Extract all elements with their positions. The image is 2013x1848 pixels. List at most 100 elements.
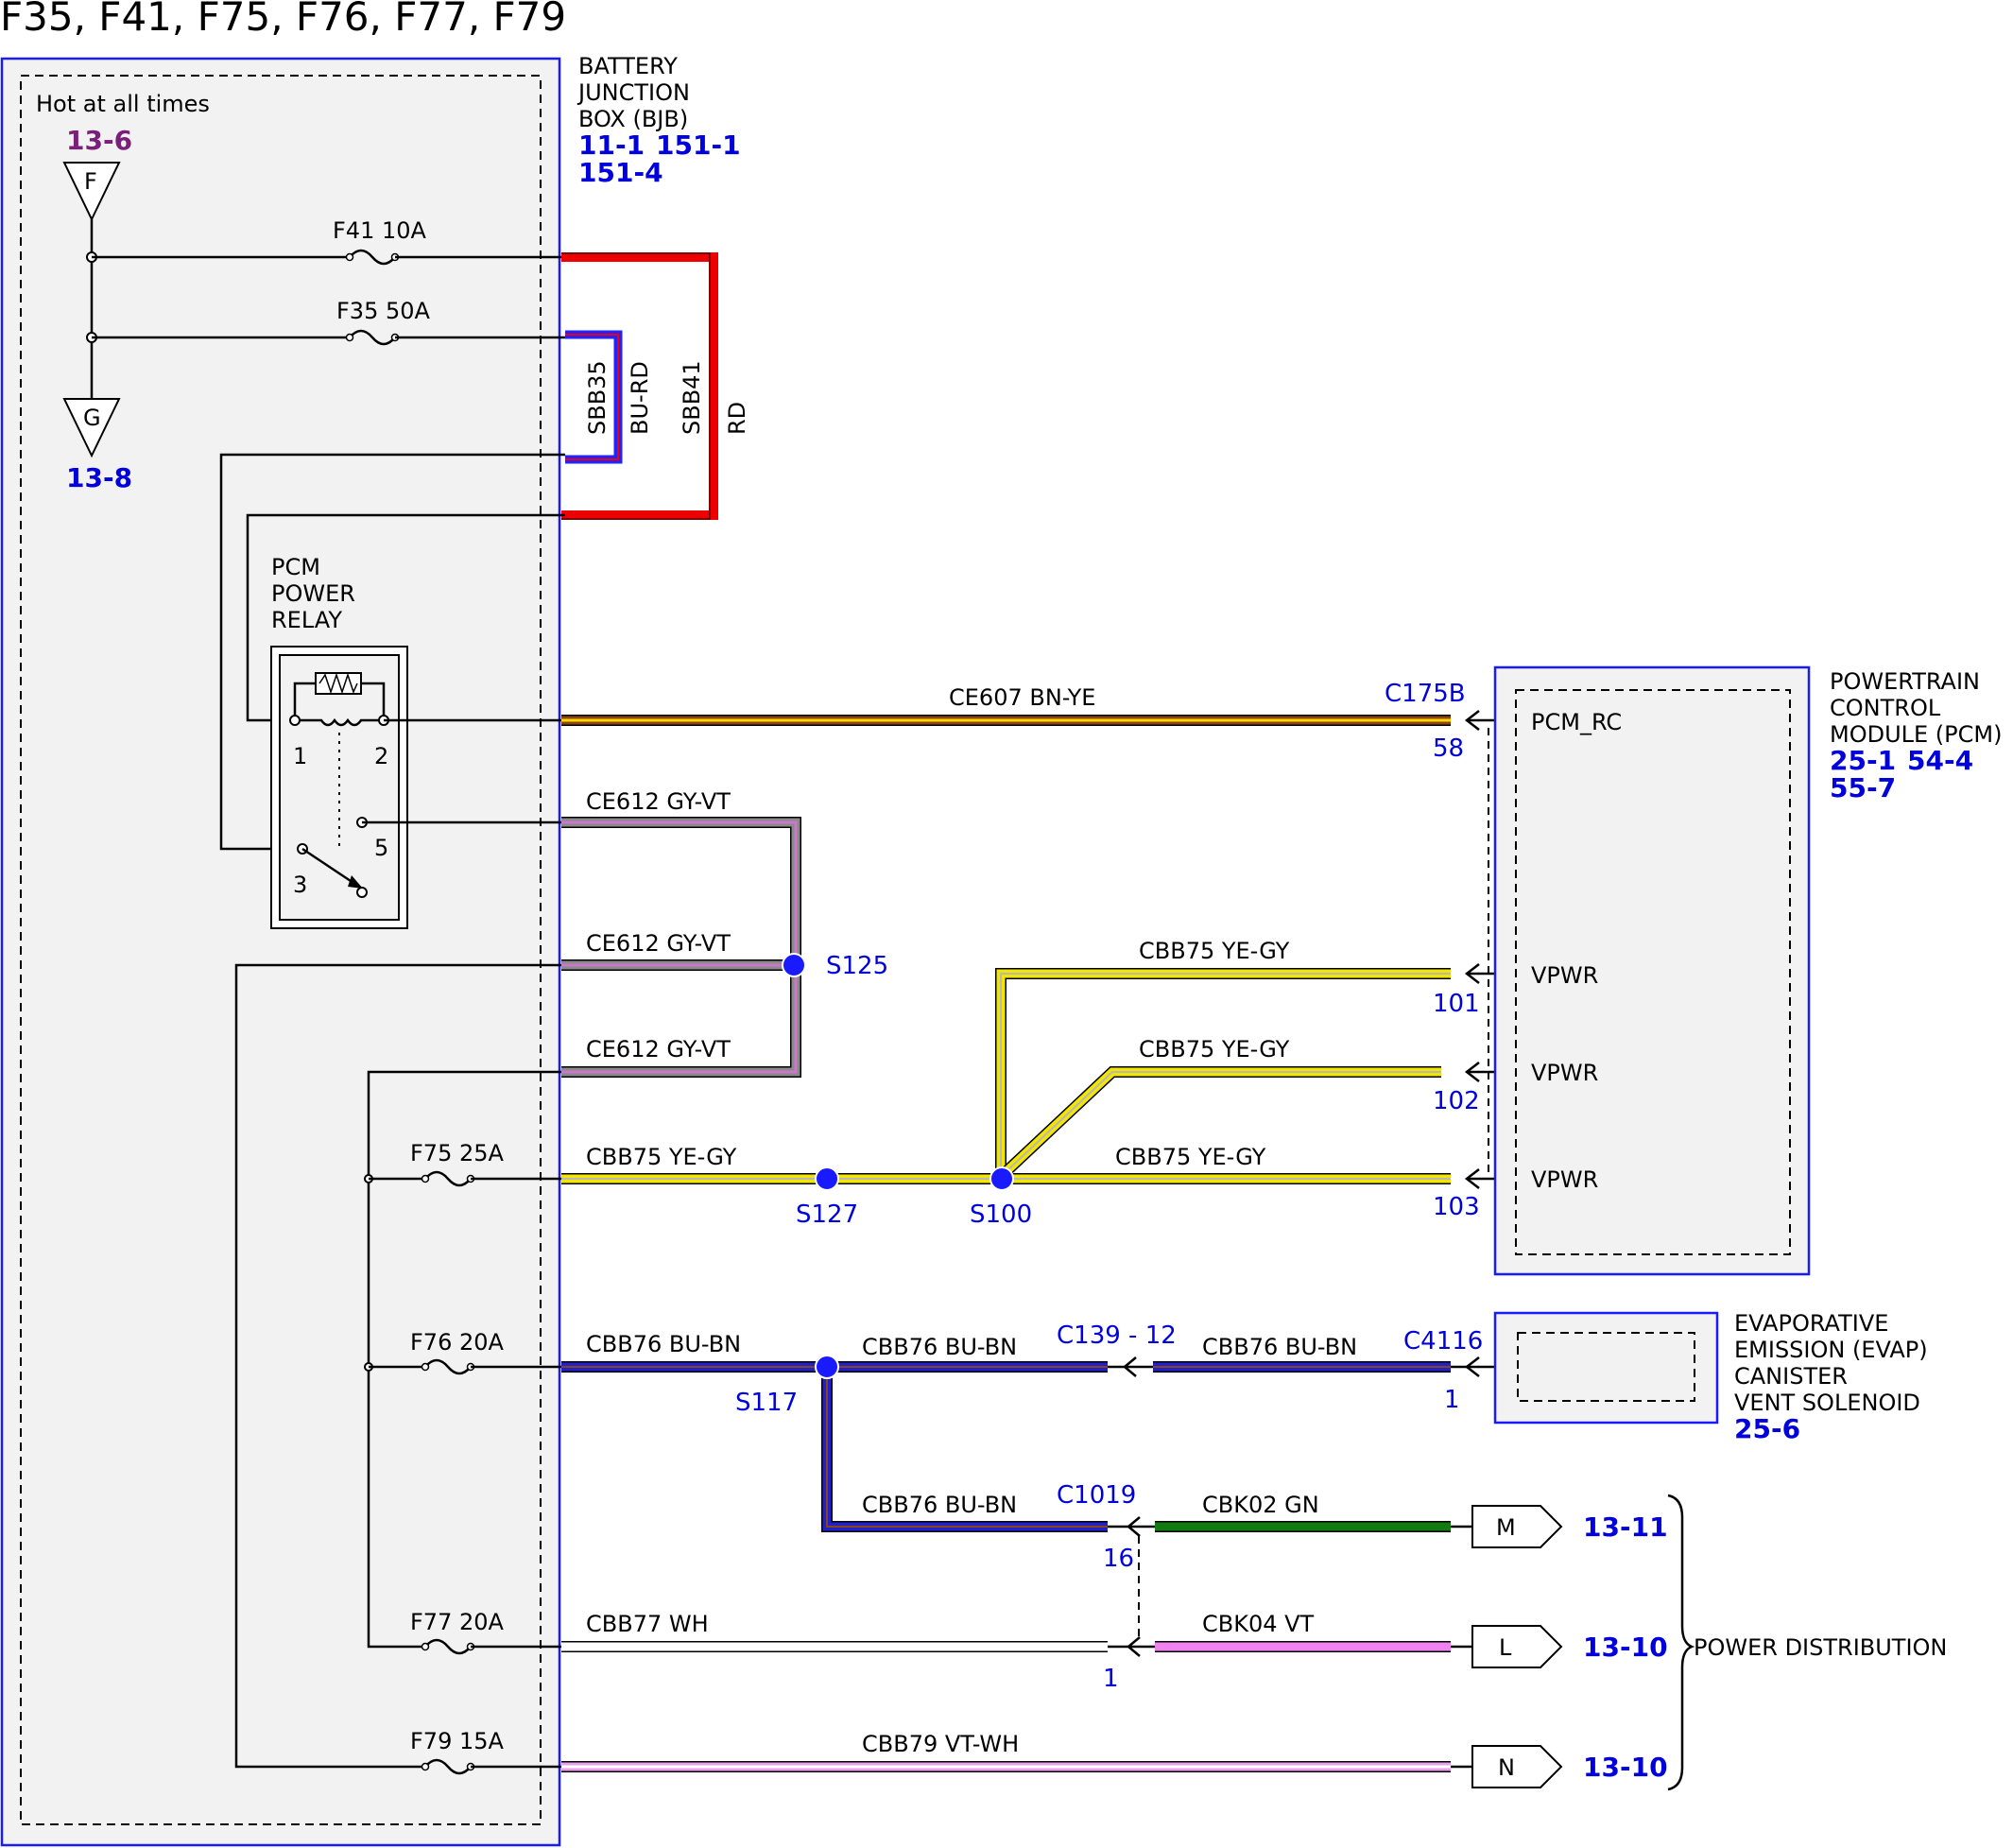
- fuse-f77-icon: [424, 1638, 472, 1655]
- evap-name-line-2: EMISSION (EVAP): [1734, 1337, 1928, 1363]
- wire-cbb76-label-c: CBB76 BU-BN: [1202, 1334, 1357, 1360]
- diagram-title: F35, F41, F75, F76, F77, F79: [0, 0, 566, 40]
- source-ref-13-8[interactable]: 13-8: [66, 462, 132, 493]
- connector-c139[interactable]: C139 - 12: [1057, 1321, 1177, 1350]
- evap-label: EVAPORATIVE EMISSION (EVAP) CANISTER VEN…: [1734, 1310, 1928, 1444]
- source-ref-13-6[interactable]: 13-6: [66, 125, 132, 156]
- pcm-module: PCM_RC VPWR VPWR VPWR: [1493, 665, 1811, 1276]
- pcm-pin-vpwr-102: VPWR: [1531, 1060, 1598, 1086]
- relay-pin-2: 2: [374, 743, 388, 769]
- wire-cbb76-label-a: CBB76 BU-BN: [586, 1331, 741, 1357]
- bjb-name-line-1: BATTERY: [578, 53, 678, 79]
- wire-ce607-label: CE607 BN-YE: [949, 684, 1095, 711]
- connector-c139-icon: [1108, 1356, 1153, 1377]
- fuse-f76: F76 20A: [410, 1329, 561, 1375]
- fuse-f76-icon: [424, 1358, 472, 1375]
- connector-pin-58: 58: [1433, 734, 1464, 763]
- pcm-pin-pcm-rc: PCM_RC: [1531, 709, 1622, 735]
- power-dist-ref-13-11[interactable]: 13-11: [1583, 1511, 1668, 1543]
- pcm-name-line-2: CONTROL: [1830, 695, 1941, 721]
- marker-m-text: M: [1496, 1514, 1516, 1541]
- bjb-label: BATTERY JUNCTION BOX (BJB) 11-1 151-1 15…: [576, 53, 741, 188]
- pcm-pin-vpwr-101: VPWR: [1531, 962, 1598, 989]
- battery-junction-box: Hot at all times: [0, 57, 561, 1847]
- splice-s100: S100: [970, 1200, 1032, 1229]
- source-marker-g-icon: G: [62, 398, 121, 458]
- splice-s117: S117: [735, 1389, 798, 1417]
- evap-ref-25-6[interactable]: 25-6: [1734, 1413, 1800, 1444]
- wire-cbb76-label-b: CBB76 BU-BN: [862, 1334, 1017, 1360]
- wire-cbk02-label: CBK02 GN: [1202, 1492, 1319, 1518]
- bjb-ref-151-1[interactable]: 151-1: [656, 130, 741, 161]
- pcm-ref-25-1[interactable]: 25-1: [1830, 745, 1896, 776]
- fuse-f77-label: F77 20A: [410, 1609, 505, 1635]
- connector-pin-103: 103: [1433, 1193, 1480, 1221]
- wire-cbb75-label-b: CBB75 YE-GY: [1139, 938, 1290, 964]
- pcm-name-line-1: POWERTRAIN: [1830, 668, 1980, 695]
- splice-s127-dot: [815, 1166, 839, 1191]
- fuse-f75-label: F75 25A: [410, 1140, 505, 1166]
- connector-c1019-pin-1: 1: [1103, 1665, 1119, 1693]
- evap-name-line-3: CANISTER: [1734, 1363, 1848, 1390]
- bjb-ref-151-4[interactable]: 151-4: [578, 157, 663, 188]
- power-dist-marker-m-icon: M: [1471, 1505, 1563, 1548]
- fuse-f79: F79 15A: [410, 1728, 561, 1775]
- connector-c1019-pin-16: 16: [1103, 1545, 1134, 1573]
- connector-c4116[interactable]: C4116: [1403, 1327, 1483, 1356]
- fuse-f35-label: F35 50A: [336, 298, 431, 324]
- power-dist-ref-13-10-n[interactable]: 13-10: [1583, 1752, 1668, 1783]
- fuse-f77: F77 20A: [410, 1609, 561, 1655]
- fuse-f79-icon: [424, 1758, 472, 1775]
- wire-cbb77-label: CBB77 WH: [586, 1611, 709, 1637]
- pcm-ref-54-4[interactable]: 54-4: [1907, 745, 1973, 776]
- connector-c1019[interactable]: C1019: [1057, 1481, 1136, 1510]
- marker-n-text: N: [1498, 1754, 1515, 1781]
- connector-c1019-icon: [1108, 1516, 1155, 1657]
- splice-s100-dot: [989, 1166, 1014, 1191]
- power-dist-ref-13-10-l[interactable]: 13-10: [1583, 1632, 1668, 1663]
- splice-s127: S127: [796, 1200, 858, 1229]
- busbar-sbb41-color: RD: [724, 402, 750, 435]
- pcm-pin-vpwr-103: VPWR: [1531, 1166, 1598, 1193]
- fuse-f76-label: F76 20A: [410, 1329, 505, 1356]
- pcm-label: POWERTRAIN CONTROL MODULE (PCM) 25-1 54-…: [1830, 668, 2002, 803]
- fuse-f79-label: F79 15A: [410, 1728, 505, 1754]
- wire-cbk04-label: CBK04 VT: [1202, 1611, 1315, 1637]
- splice-s125-dot: [782, 953, 806, 977]
- busbar-sbb35-color: BU-RD: [627, 361, 653, 435]
- connector-c4116-pin-1: 1: [1444, 1386, 1460, 1414]
- wire-cbb79-label: CBB79 VT-WH: [862, 1731, 1019, 1757]
- wire-ce612-label-c: CE612 GY-VT: [586, 1036, 731, 1062]
- fuse-f41-icon: [349, 249, 396, 266]
- evap-canister-vent-solenoid: [1493, 1311, 1719, 1425]
- power-dist-marker-n-icon: N: [1471, 1745, 1563, 1788]
- wire-ce612: [561, 817, 801, 1078]
- evap-name-line-4: VENT SOLENOID: [1734, 1390, 1920, 1416]
- relay-pin-5: 5: [374, 835, 388, 861]
- connector-c175b[interactable]: C175B: [1385, 680, 1466, 708]
- relay-name-line-2: POWER: [271, 580, 355, 607]
- relay-pin-1: 1: [293, 743, 307, 769]
- power-distribution-label: POWER DISTRIBUTION: [1694, 1634, 1947, 1661]
- busbar-sbb35: [565, 330, 623, 464]
- pcm-name-line-3: MODULE (PCM): [1830, 721, 2002, 748]
- bjb-ref-11-1[interactable]: 11-1: [578, 130, 645, 161]
- relay-name-line-3: RELAY: [271, 607, 342, 633]
- wire-cbb75-label-a: CBB75 YE-GY: [586, 1144, 737, 1170]
- relay-pin-3: 3: [293, 872, 307, 898]
- fuse-f35-icon: [349, 329, 396, 346]
- power-dist-marker-l-icon: L: [1471, 1625, 1563, 1668]
- wire-cbb75-label-c: CBB75 YE-GY: [1139, 1036, 1290, 1062]
- wire-ce612-label-a: CE612 GY-VT: [586, 788, 731, 815]
- fuse-f75-icon: [424, 1170, 472, 1187]
- power-dist-brace-icon: [1667, 1494, 1695, 1791]
- splice-s125: S125: [826, 952, 888, 980]
- connector-pin-101: 101: [1433, 990, 1480, 1018]
- busbar-sbb41-label: SBB41: [679, 360, 705, 435]
- busbar-sbb41: [561, 252, 718, 520]
- pcm-ref-55-7[interactable]: 55-7: [1830, 772, 1896, 803]
- fuse-f75: F75 25A: [410, 1140, 561, 1187]
- busbar-sbb35-label: SBB35: [584, 360, 611, 435]
- bjb-name-line-3: BOX (BJB): [578, 106, 688, 132]
